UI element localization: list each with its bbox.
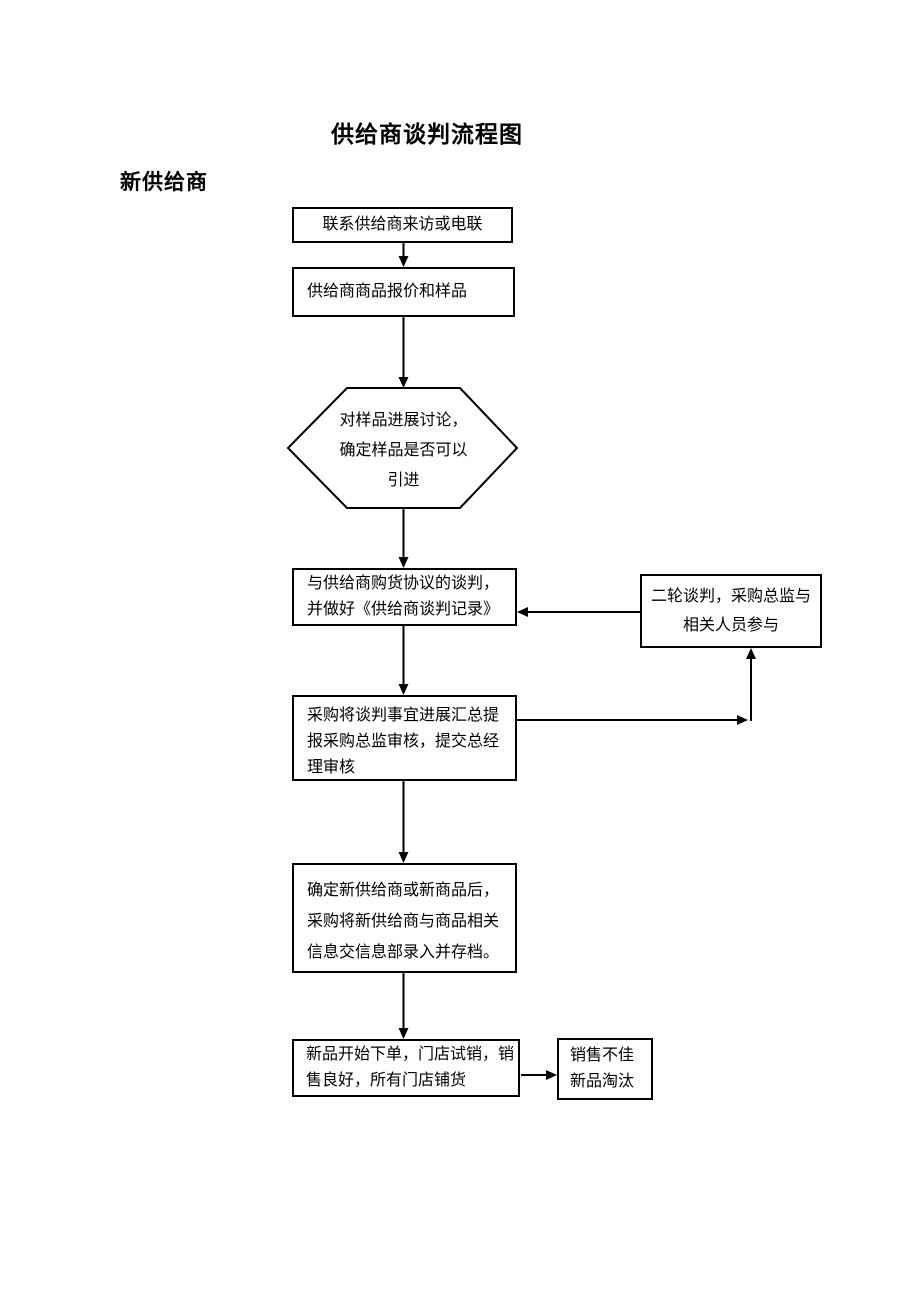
node-archive-info: 确定新供给商或新商品后， 采购将新供给商与商品相关 信息交信息部录入并存档。 (292, 863, 517, 973)
arrow-trial-to-eliminate (521, 1070, 557, 1080)
arrow-archive-to-trial (398, 973, 409, 1039)
arrow-quote-to-decision (398, 317, 409, 388)
arrow-negotiation-to-report (398, 626, 409, 695)
arrow-decision-to-negotiation (398, 508, 409, 568)
section-label-new-supplier: 新供给商 (120, 171, 208, 194)
arrow-contact-to-quote (398, 242, 409, 267)
arrow-second-round-to-negotiation (517, 607, 640, 617)
node-eliminate-product: 销售不佳 新品淘汰 (557, 1038, 653, 1100)
node-report-review: 采购将谈判事宜进展汇总提 报采购总监审核，提交总经 理审核 (292, 695, 517, 781)
node-sample-decision: 对样品进展讨论， 确定样品是否可以 引进 (339, 412, 468, 489)
arrow-report-to-archive (398, 781, 409, 863)
decision-hexagon-shape (286, 387, 519, 509)
node-quote-and-sample: 供给商商品报价和样品 (292, 267, 515, 317)
node-trial-sale: 新品开始下单，门店试销，销 售良好，所有门店铺货 (292, 1039, 520, 1097)
node-purchase-negotiation: 与供给商购货协议的谈判， 并做好《供给商谈判记录》 (292, 568, 517, 626)
node-contact-supplier: 联系供给商来访或电联 (292, 207, 513, 243)
node-second-round-negotiation: 二轮谈判，采购总监与 相关人员参与 (640, 574, 822, 648)
arrow-report-to-second-round (517, 648, 756, 725)
page-title: 供给商谈判流程图 (331, 121, 523, 147)
